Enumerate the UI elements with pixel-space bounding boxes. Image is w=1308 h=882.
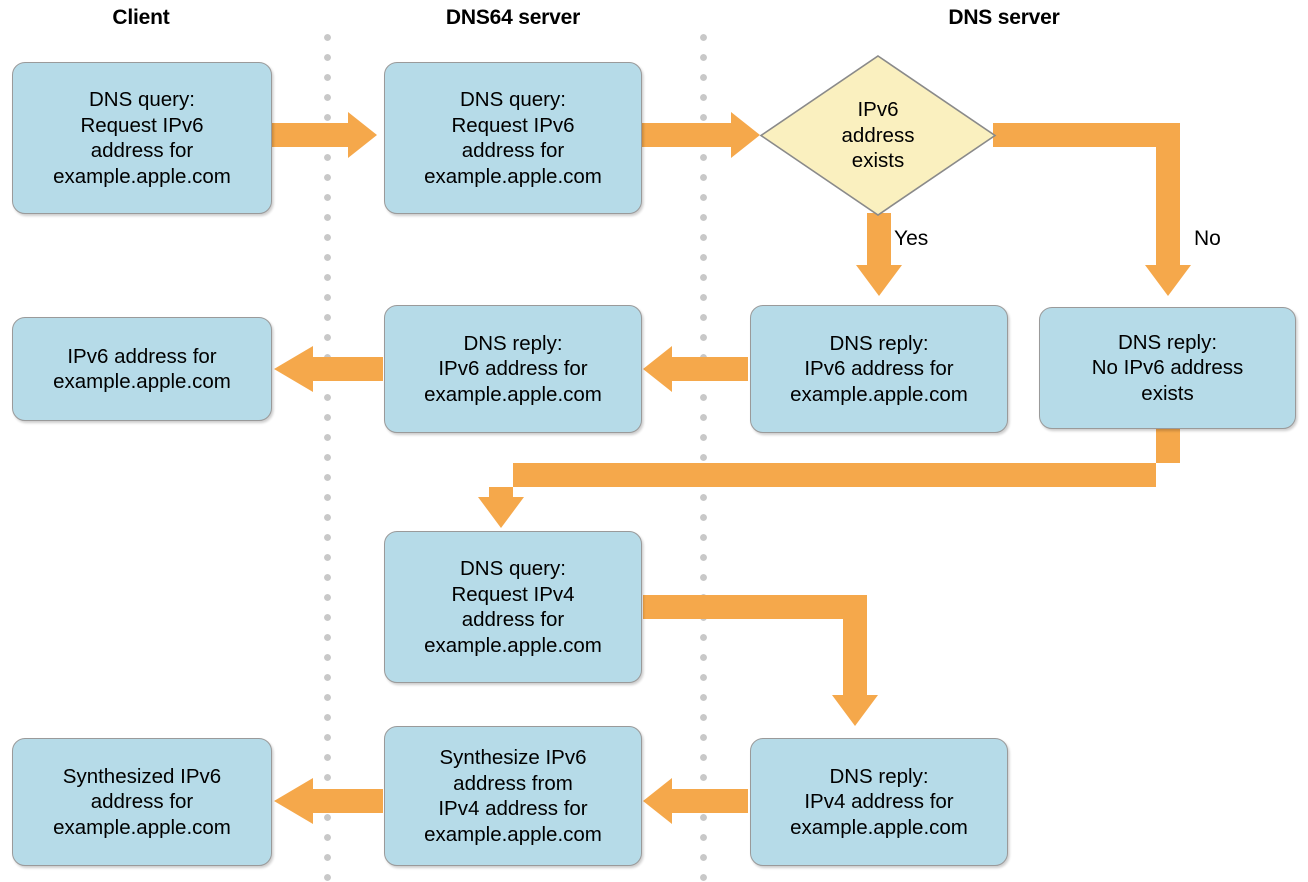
node-decision-ipv6-address-exists[interactable]: IPv6 address exists <box>759 55 997 216</box>
node-label: Synthesize IPv6 address from IPv4 addres… <box>424 746 602 846</box>
node-dns64-dns-reply-ipv6[interactable]: DNS reply: IPv6 address for example.appl… <box>384 305 642 433</box>
node-dns-dns-reply-ipv6[interactable]: DNS reply: IPv6 address for example.appl… <box>750 305 1008 433</box>
lane-separator-client-dns64 <box>324 34 331 882</box>
node-label: DNS reply: No IPv6 address exists <box>1091 330 1244 405</box>
column-header-client: Client <box>112 6 170 29</box>
node-dns64-dns-query-ipv6[interactable]: DNS query: Request IPv6 address for exam… <box>384 62 642 214</box>
node-label: DNS reply: IPv4 address for example.appl… <box>790 764 968 839</box>
node-label: IPv6 address for example.apple.com <box>53 344 231 394</box>
column-header-dns64-server: DNS64 server <box>445 6 581 29</box>
node-dns-dns-reply-ipv4[interactable]: DNS reply: IPv4 address for example.appl… <box>750 738 1008 866</box>
branch-label-no: No <box>1194 227 1221 250</box>
node-dns64-synthesize-ipv6[interactable]: Synthesize IPv6 address from IPv4 addres… <box>384 726 642 866</box>
column-header-dns-server: DNS server <box>948 6 1060 29</box>
node-client-ipv6-address[interactable]: IPv6 address for example.apple.com <box>12 317 272 421</box>
node-dns64-dns-query-ipv4[interactable]: DNS query: Request IPv4 address for exam… <box>384 531 642 683</box>
branch-label-yes: Yes <box>894 227 929 250</box>
node-label: Synthesized IPv6 address for example.app… <box>53 764 231 839</box>
node-label: DNS query: Request IPv6 address for exam… <box>53 88 231 188</box>
node-client-dns-query-ipv6[interactable]: DNS query: Request IPv6 address for exam… <box>12 62 272 214</box>
node-dns-dns-reply-no-ipv6[interactable]: DNS reply: No IPv6 address exists <box>1039 307 1296 429</box>
diamond-shape <box>759 55 997 216</box>
node-label: DNS reply: IPv6 address for example.appl… <box>424 331 602 406</box>
lane-separator-dns64-dns <box>700 34 707 882</box>
node-label: DNS query: Request IPv4 address for exam… <box>424 557 602 657</box>
node-label: DNS reply: IPv6 address for example.appl… <box>790 331 968 406</box>
node-client-synthesized-ipv6[interactable]: Synthesized IPv6 address for example.app… <box>12 738 272 866</box>
node-label: DNS query: Request IPv6 address for exam… <box>424 88 602 188</box>
